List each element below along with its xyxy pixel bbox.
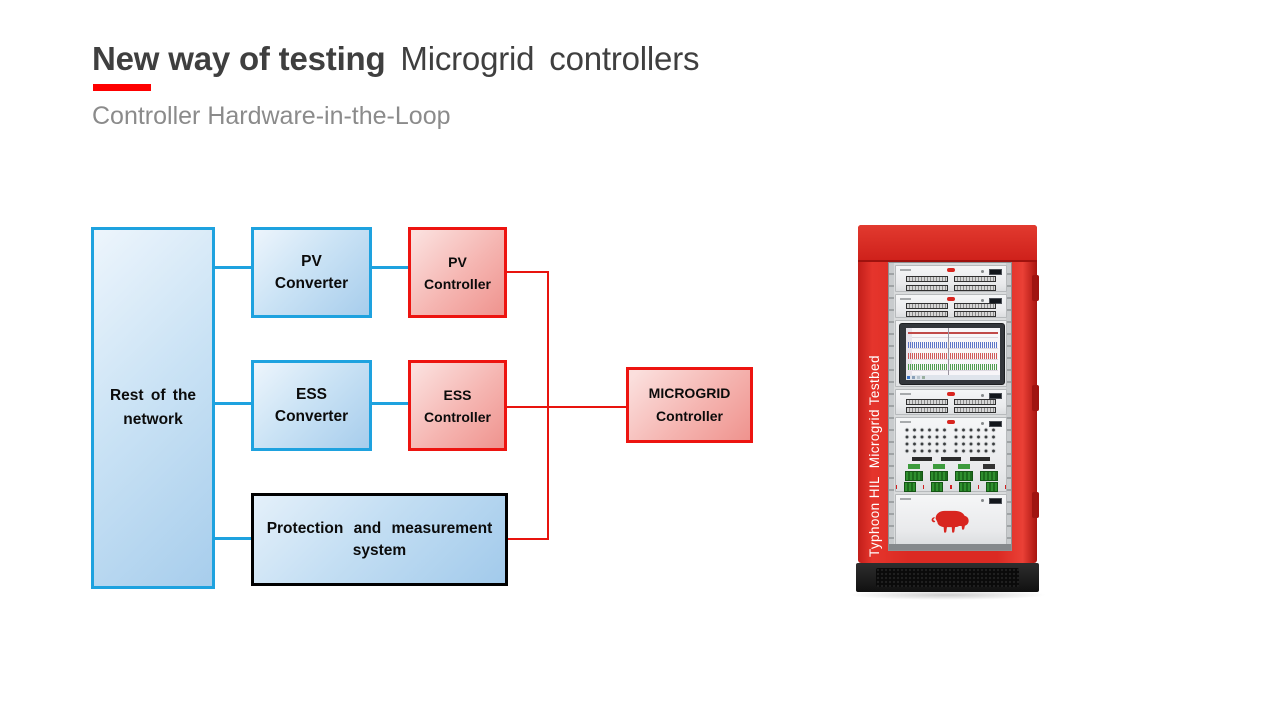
module-led — [981, 270, 984, 273]
link-rest-to-protection — [215, 537, 251, 540]
rack-hinge — [1032, 492, 1039, 518]
rack-side-label: Typhoon HIL Microgrid Testbed — [867, 355, 882, 557]
scope-cursor — [948, 328, 949, 375]
module-led — [981, 394, 984, 397]
brand-panel — [895, 494, 1007, 546]
link-rest-to-ess-converter — [215, 402, 251, 405]
ess-converter-box: ESS Converter — [251, 360, 372, 451]
typhoon-logo-icon — [947, 392, 955, 396]
oscilloscope-screen — [906, 328, 1000, 380]
page-title-regular: Microgrid controllers — [385, 40, 700, 77]
page-subtitle: Controller Hardware-in-the-Loop — [92, 102, 451, 130]
rack-rail — [1006, 263, 1011, 550]
pv-controller-box: PV Controller — [408, 227, 507, 318]
pv-converter-box: PV Converter — [251, 227, 372, 318]
io-connector-module — [895, 389, 1007, 415]
module-display — [989, 498, 1002, 504]
link-pv-controller-horizontal — [507, 271, 549, 273]
ventilation-grille-icon — [876, 568, 1019, 587]
terminal-tabs — [896, 464, 1006, 469]
rack-hinge — [1032, 385, 1039, 411]
link-ess-converter-to-ess-controller — [372, 402, 408, 405]
green-terminal-row — [895, 482, 1007, 492]
elephant-logo-icon — [931, 510, 969, 533]
typhoon-logo-icon — [947, 297, 955, 301]
oscilloscope-screen-module — [895, 320, 1007, 387]
ess-controller-box: ESS Controller — [408, 360, 507, 451]
module-label — [900, 393, 911, 395]
scope-trace-pink — [908, 353, 998, 359]
page-title: New way of testing Microgrid controllers — [92, 40, 700, 78]
link-protection-horizontal — [508, 538, 549, 540]
module-led — [981, 499, 984, 502]
typhoon-logo-icon — [947, 420, 955, 424]
green-terminal-row — [896, 471, 1006, 481]
link-pv-converter-to-pv-controller — [372, 266, 408, 269]
scope-strip — [912, 339, 998, 349]
scope-trace-green — [908, 364, 998, 370]
module-label — [900, 498, 911, 500]
screen-bezel — [899, 323, 1005, 385]
scope-trace-blue — [908, 342, 998, 348]
rack-rail — [889, 263, 894, 550]
module-label — [900, 298, 911, 300]
scope-strip — [912, 328, 998, 338]
scope-trace-red — [908, 332, 998, 334]
module-display — [989, 269, 1002, 275]
title-accent-bar — [93, 84, 151, 91]
rack-equipment-bay — [888, 262, 1012, 551]
module-display — [989, 393, 1002, 399]
rack-shadow — [848, 590, 1047, 600]
analog-io-module — [895, 417, 1007, 492]
module-led — [981, 422, 984, 425]
io-connector-module — [895, 294, 1007, 318]
rest-of-network-box: Rest of the network — [91, 227, 215, 589]
io-connector-module — [895, 265, 1007, 292]
rack-hinge — [1032, 275, 1039, 301]
io-slots — [896, 457, 1006, 461]
typhoon-logo-icon — [947, 268, 955, 272]
module-label — [900, 421, 911, 423]
scope-axis — [906, 328, 912, 375]
scope-taskbar — [906, 375, 1000, 380]
link-ess-controller-to-microgrid-controller — [507, 406, 626, 408]
protection-system-box: Protection and measurement system — [251, 493, 508, 586]
module-led — [981, 299, 984, 302]
scope-strip — [912, 350, 998, 360]
module-label — [900, 269, 911, 271]
link-controllers-vertical-bus — [547, 271, 549, 540]
bay-floor — [889, 544, 1011, 550]
socket-grid — [904, 427, 998, 454]
scope-strip — [912, 361, 998, 371]
page-title-bold: New way of testing — [92, 40, 386, 77]
rack-top-band — [858, 225, 1037, 262]
microgrid-controller-box: MICROGRID Controller — [626, 367, 753, 443]
link-rest-to-pv-converter — [215, 266, 251, 269]
module-display — [989, 421, 1002, 427]
